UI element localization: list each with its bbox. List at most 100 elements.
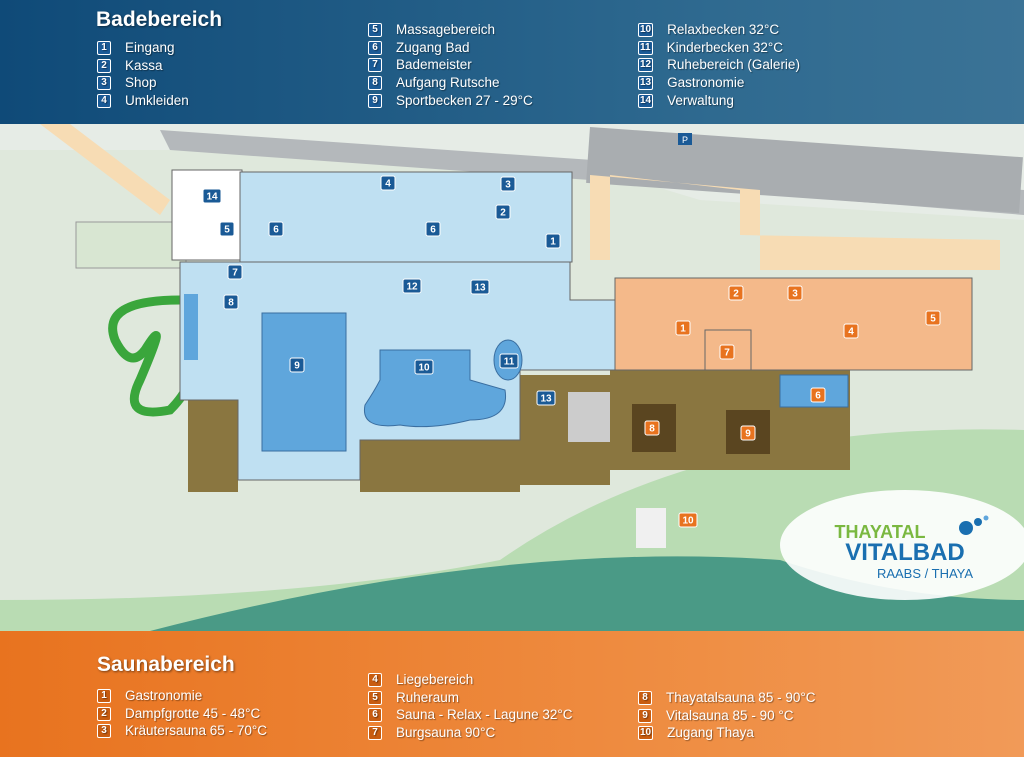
marker-number: 2: [500, 208, 506, 219]
marker-box: [843, 323, 859, 339]
map-marker-3: 3: [500, 176, 516, 192]
marker-box: [268, 221, 284, 237]
marker-number: 7: [232, 268, 238, 279]
legend-number: 7: [368, 725, 382, 740]
map-marker-8: 8: [644, 420, 660, 436]
legend-number: 6: [368, 40, 382, 55]
legend-number: 2: [97, 706, 111, 721]
bade-title: Badebereich: [96, 8, 223, 31]
marker-number: 13: [540, 394, 552, 405]
marker-number: 5: [224, 225, 230, 236]
marker-box: [402, 278, 422, 294]
marker-number: 8: [649, 424, 655, 435]
legend-number: 14: [638, 93, 654, 108]
map-marker-6: 6: [425, 221, 441, 237]
legend-label: Eingang: [125, 40, 175, 55]
legend-label: Thayatalsauna 85 - 90°C: [666, 690, 816, 705]
legend-item: 1 Eingang: [97, 39, 189, 57]
legend-label: Burgsauna 90°C: [396, 725, 496, 741]
marker-box: [470, 279, 490, 295]
map-marker-5: 5: [925, 310, 941, 326]
building-upper: [239, 171, 573, 263]
marker-box: [719, 344, 735, 360]
marker-box: [675, 320, 691, 336]
marker-box: [414, 359, 434, 375]
map-marker-9: 9: [289, 357, 305, 373]
legend-item: 10 Zugang Thaya: [638, 724, 816, 742]
legend-label: Zugang Bad: [396, 39, 470, 55]
legend-item: 1 Gastronomie: [97, 687, 267, 705]
legend-number: 12: [638, 58, 654, 73]
map-marker-4: 4: [843, 323, 859, 339]
marker-number: 6: [815, 391, 821, 402]
marker-number: 4: [385, 179, 391, 190]
map-marker-3: 3: [787, 285, 803, 301]
legend-label: Vitalsauna 85 - 90 °C: [666, 707, 794, 723]
legend-number: 1: [97, 688, 111, 703]
marker-box: [740, 425, 756, 441]
marker-box: [380, 175, 396, 191]
legend-number: 8: [638, 690, 652, 705]
marker-box: [728, 285, 744, 301]
map-marker-1: 1: [675, 320, 691, 336]
legend-label: Massagebereich: [396, 22, 496, 37]
legend-number: 1: [97, 40, 111, 55]
sauna-col-3: 8 Thayatalsauna 85 - 90°C 9 Vitalsauna 85 …: [638, 689, 816, 742]
legend-label: Ruheraum: [396, 689, 460, 705]
marker-box: [787, 285, 803, 301]
legend-label: Kassa: [125, 57, 163, 73]
legend-number: 9: [638, 708, 652, 723]
marker-box: [678, 512, 698, 528]
marker-number: 10: [682, 516, 694, 527]
legend-number: 11: [638, 40, 653, 55]
legend-number: 3: [97, 724, 111, 739]
marker-box: [536, 390, 556, 406]
map-marker-8: 8: [223, 294, 239, 310]
parking-lot: [586, 127, 1023, 214]
legend-label: Sauna - Relax - Lagune 32°C: [396, 707, 573, 723]
marker-box: [925, 310, 941, 326]
legend-label: Sportbecken 27 - 29°C: [396, 92, 533, 108]
marker-number: 12: [406, 282, 418, 293]
legend-label: Verwaltung: [667, 92, 734, 108]
legend-label: Kräutersauna 65 - 70°C: [125, 723, 267, 739]
marker-box: [223, 294, 239, 310]
marker-number: 11: [504, 357, 515, 368]
legend-item: 14 Verwaltung: [638, 92, 800, 110]
legend-item: 6 Zugang Bad: [368, 39, 533, 57]
marker-number: 4: [848, 327, 854, 338]
legend-label: Zugang Thaya: [667, 725, 754, 741]
logo-line-1: THAYATAL: [834, 522, 925, 542]
map-marker-9: 9: [740, 425, 756, 441]
map-marker-6: 6: [810, 387, 826, 403]
legend-number: 10: [638, 726, 654, 741]
legend-item: 8 Thayatalsauna 85 - 90°C: [638, 689, 816, 707]
marker-box: [202, 188, 222, 204]
marker-number: 7: [724, 348, 730, 359]
map-marker-13: 13: [536, 390, 556, 406]
marker-box: [227, 264, 243, 280]
marker-number: 1: [680, 324, 686, 335]
marker-number: 3: [792, 289, 798, 300]
marker-number: 6: [273, 225, 279, 236]
parking-label: P: [682, 135, 688, 145]
legend-label: Liegebereich: [396, 672, 474, 687]
map-marker-10: 10: [414, 359, 434, 375]
marker-number: 10: [418, 363, 430, 374]
logo-line-2: VITALBAD: [845, 539, 965, 566]
legend-label: Kinderbecken 32°C: [666, 39, 784, 55]
legend-label: Gastronomie: [125, 688, 203, 703]
marker-number: 9: [294, 361, 300, 372]
map-marker-2: 2: [495, 204, 511, 220]
parking-sign: [678, 133, 692, 145]
